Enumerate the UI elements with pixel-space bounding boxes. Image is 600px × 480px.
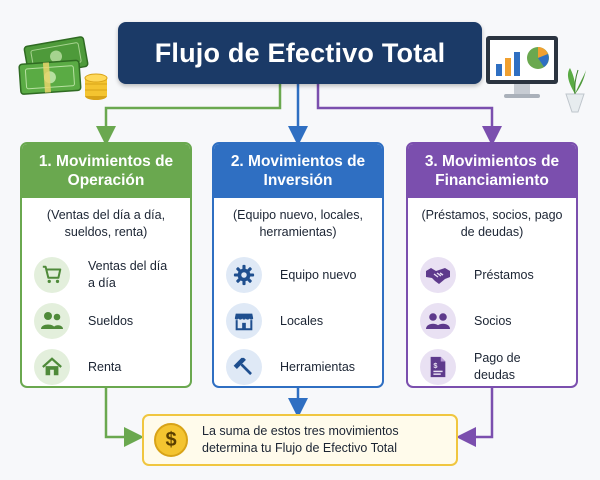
page-title: Flujo de Efectivo Total — [154, 37, 446, 68]
list-item: Sueldos — [34, 298, 190, 344]
storefront-icon — [226, 303, 262, 339]
item-label: Renta — [88, 359, 122, 374]
connector-operacion-summary — [104, 388, 144, 447]
column-heading: 3. Movimientos de Financiamiento — [408, 144, 576, 198]
list-item: Socios — [420, 298, 576, 344]
column-financiamiento: 3. Movimientos de Financiamiento (Présta… — [406, 142, 578, 388]
column-subtitle: (Equipo nuevo, locales, herramientas) — [233, 208, 363, 239]
list-item: $ Pago de deudas — [420, 344, 576, 386]
column-operacion: 1. Movimientos de Operación (Ventas del … — [20, 142, 192, 388]
list-item: Locales — [226, 298, 382, 344]
item-label: Sueldos — [88, 313, 134, 328]
item-label: Equipo nuevo — [280, 267, 357, 282]
shopping-cart-icon — [34, 257, 70, 293]
connector-title-financiamiento — [316, 84, 502, 146]
list-item: Renta — [34, 344, 190, 386]
column-heading: 1. Movimientos de Operación — [22, 144, 190, 198]
summary-line-2: determina tu Flujo de Efectivo Total — [202, 441, 398, 455]
handshake-icon — [420, 257, 456, 293]
item-label: Herramientas — [280, 359, 356, 374]
list-item: Ventas del día a día — [34, 252, 190, 298]
invoice-icon: $ — [420, 349, 456, 385]
people-icon — [34, 303, 70, 339]
column-heading: 2. Movimientos de Inversión — [214, 144, 382, 198]
hammer-icon — [226, 349, 262, 385]
house-icon — [34, 349, 70, 385]
connector-title-operacion — [96, 84, 282, 146]
svg-text:$: $ — [433, 361, 437, 370]
money-stack-icon — [14, 28, 110, 108]
summary-text: La suma de estos tres movimientos determ… — [202, 423, 399, 458]
computer-chart-icon — [484, 34, 588, 114]
column-subtitle: (Ventas del día a día, sueldos, renta) — [46, 208, 166, 239]
partners-icon — [420, 303, 456, 339]
item-label: Ventas del día a día — [88, 259, 168, 290]
summary-line-1: La suma de estos tres movimientos — [202, 423, 399, 438]
list-item: Equipo nuevo — [226, 252, 382, 298]
column-inversion: 2. Movimientos de Inversión (Equipo nuev… — [212, 142, 384, 388]
item-label: Locales — [280, 313, 324, 328]
title-banner: Flujo de Efectivo Total — [118, 22, 482, 84]
list-item: Herramientas — [226, 344, 382, 386]
dollar-symbol: $ — [165, 428, 177, 451]
list-item: Préstamos — [420, 252, 576, 298]
gear-icon — [226, 257, 262, 293]
item-label: Pago de deudas — [474, 351, 521, 382]
summary-box: $ La suma de estos tres movimientos dete… — [142, 414, 458, 466]
item-label: Préstamos — [474, 267, 534, 282]
dollar-coin-icon: $ — [154, 423, 188, 457]
column-subtitle: (Préstamos, socios, pago de deudas) — [421, 208, 563, 239]
connector-financiamiento-summary — [456, 388, 494, 447]
item-label: Socios — [474, 313, 512, 328]
